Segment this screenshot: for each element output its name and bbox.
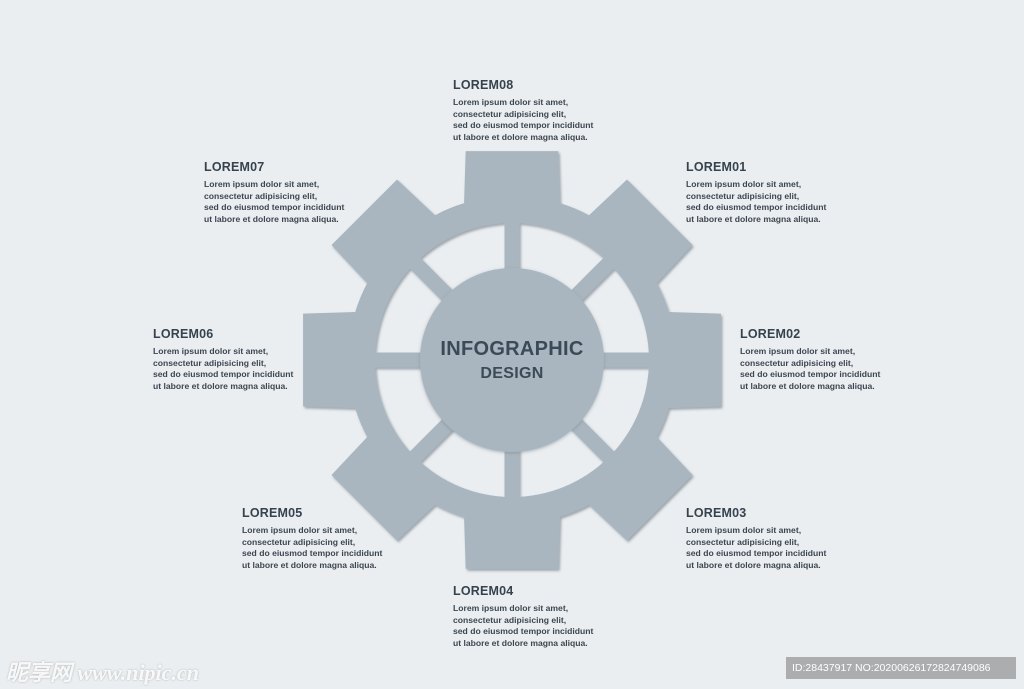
label-title: LOREM02 bbox=[740, 327, 801, 341]
label-body: Lorem ipsum dolor sit amet, consectetur … bbox=[686, 179, 827, 224]
label-title: LOREM08 bbox=[453, 78, 514, 92]
watermark-id: ID:28437917 NO:20200626172824749086 bbox=[786, 657, 1016, 679]
label-title: LOREM01 bbox=[686, 160, 747, 174]
label-body: Lorem ipsum dolor sit amet, consectetur … bbox=[686, 525, 827, 570]
label-lorem01: LOREM01 Lorem ipsum dolor sit amet, cons… bbox=[686, 160, 876, 225]
label-title: LOREM03 bbox=[686, 506, 747, 520]
label-lorem07: LOREM07 Lorem ipsum dolor sit amet, cons… bbox=[204, 160, 394, 225]
label-title: LOREM06 bbox=[153, 327, 214, 341]
label-body: Lorem ipsum dolor sit amet, consectetur … bbox=[453, 97, 594, 142]
center-title: INFOGRAPHIC bbox=[440, 338, 584, 360]
label-lorem06: LOREM06 Lorem ipsum dolor sit amet, cons… bbox=[153, 327, 343, 392]
gear-spoke bbox=[408, 412, 460, 464]
gear-outline bbox=[303, 151, 721, 569]
label-body: Lorem ipsum dolor sit amet, consectetur … bbox=[242, 525, 383, 570]
gear-spoke bbox=[564, 412, 616, 464]
label-body: Lorem ipsum dolor sit amet, consectetur … bbox=[153, 346, 294, 391]
label-lorem08: LOREM08 Lorem ipsum dolor sit amet, cons… bbox=[453, 78, 643, 143]
gear-hub bbox=[420, 268, 604, 452]
label-title: LOREM04 bbox=[453, 584, 514, 598]
label-lorem02: LOREM02 Lorem ipsum dolor sit amet, cons… bbox=[740, 327, 930, 392]
center-subtitle: DESIGN bbox=[480, 365, 544, 382]
watermark-logo: 昵享网 www.nipic.cn bbox=[6, 660, 199, 685]
label-body: Lorem ipsum dolor sit amet, consectetur … bbox=[453, 603, 594, 648]
label-lorem03: LOREM03 Lorem ipsum dolor sit amet, cons… bbox=[686, 506, 876, 571]
label-title: LOREM05 bbox=[242, 506, 303, 520]
label-body: Lorem ipsum dolor sit amet, consectetur … bbox=[740, 346, 881, 391]
gear-spoke bbox=[373, 352, 430, 368]
label-title: LOREM07 bbox=[204, 160, 265, 174]
label-body: Lorem ipsum dolor sit amet, consectetur … bbox=[204, 179, 345, 224]
gear-spoke bbox=[504, 442, 520, 499]
gear-spoke bbox=[594, 352, 651, 368]
gear-spoke bbox=[564, 256, 616, 308]
gear-spoke bbox=[408, 256, 460, 308]
gear-spokes bbox=[373, 221, 651, 499]
label-lorem04: LOREM04 Lorem ipsum dolor sit amet, cons… bbox=[453, 584, 643, 649]
gear-spoke bbox=[504, 221, 520, 278]
label-lorem05: LOREM05 Lorem ipsum dolor sit amet, cons… bbox=[242, 506, 432, 571]
